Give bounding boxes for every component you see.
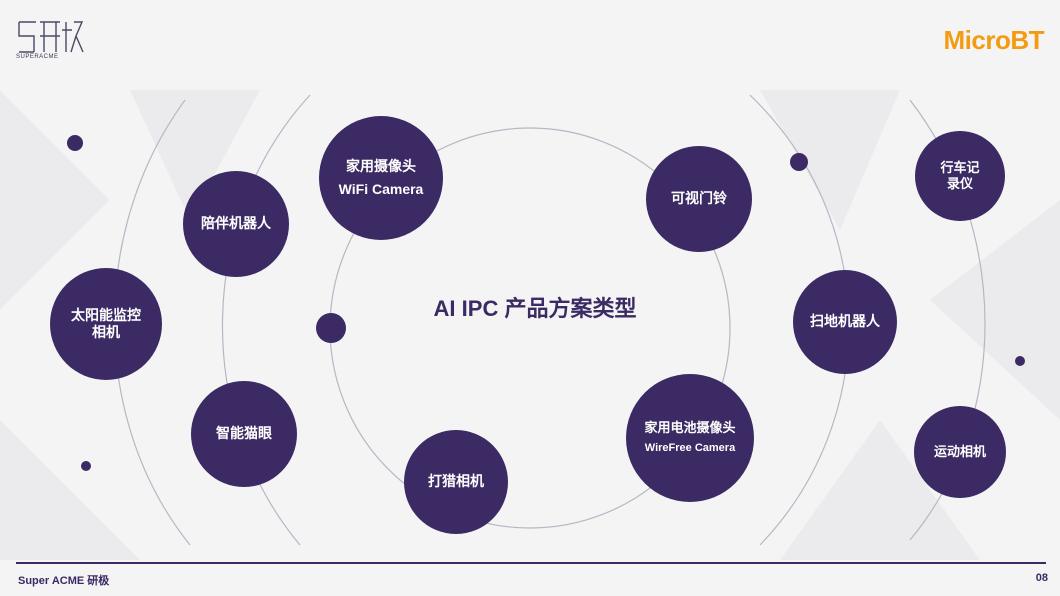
product-sublabel: 相机 [92, 324, 120, 340]
decor-dot [1015, 356, 1025, 366]
product-action-camera: 运动相机 [914, 406, 1006, 498]
product-smart-peephole: 智能猫眼 [191, 381, 297, 487]
background-triangles [0, 90, 1060, 560]
superacme-logo-text: SUPERACME [16, 54, 59, 60]
product-sublabel: WireFree Camera [644, 442, 736, 455]
product-dashcam: 行车记 录仪 [915, 131, 1005, 221]
product-wirefree-camera: 家用电池摄像头 WireFree Camera [626, 374, 754, 502]
decor-dot [67, 135, 83, 151]
product-hunting-camera: 打猎相机 [404, 430, 508, 534]
product-label: 陪伴机器人 [201, 215, 271, 232]
product-label: 可视门铃 [671, 190, 727, 207]
page-title: AI IPC 产品方案类型 [433, 296, 637, 321]
product-solar-camera: 太阳能监控 相机 [50, 268, 162, 380]
product-label: 运动相机 [933, 443, 986, 459]
footer-divider [16, 562, 1046, 564]
product-label: 智能猫眼 [216, 425, 272, 442]
product-label: 家用摄像头 [346, 157, 416, 174]
product-label: 行车记 [940, 159, 980, 175]
product-label: 家用电池摄像头 [644, 420, 736, 435]
decor-dot [316, 313, 346, 343]
decor-dot [790, 153, 808, 171]
decor-dot [81, 461, 91, 471]
footer-brand: Super ACME 研极 [18, 575, 110, 587]
product-robot-vacuum: 扫地机器人 [793, 270, 897, 374]
product-label: 打猎相机 [428, 473, 484, 490]
product-video-doorbell: 可视门铃 [646, 146, 752, 252]
product-sublabel: 录仪 [946, 176, 973, 191]
microbt-logo: MicroBT [944, 25, 1045, 56]
superacme-logo-icon [18, 21, 84, 53]
product-label: 太阳能监控 [71, 306, 141, 323]
product-wifi-camera: 家用摄像头 WiFi Camera [319, 116, 443, 240]
page-number: 08 [1035, 572, 1048, 584]
microbt-logo-text: MicroBT [943, 25, 1045, 55]
product-companion-robot: 陪伴机器人 [183, 171, 289, 277]
product-label: 扫地机器人 [810, 313, 880, 330]
product-sublabel: WiFi Camera [338, 181, 424, 197]
